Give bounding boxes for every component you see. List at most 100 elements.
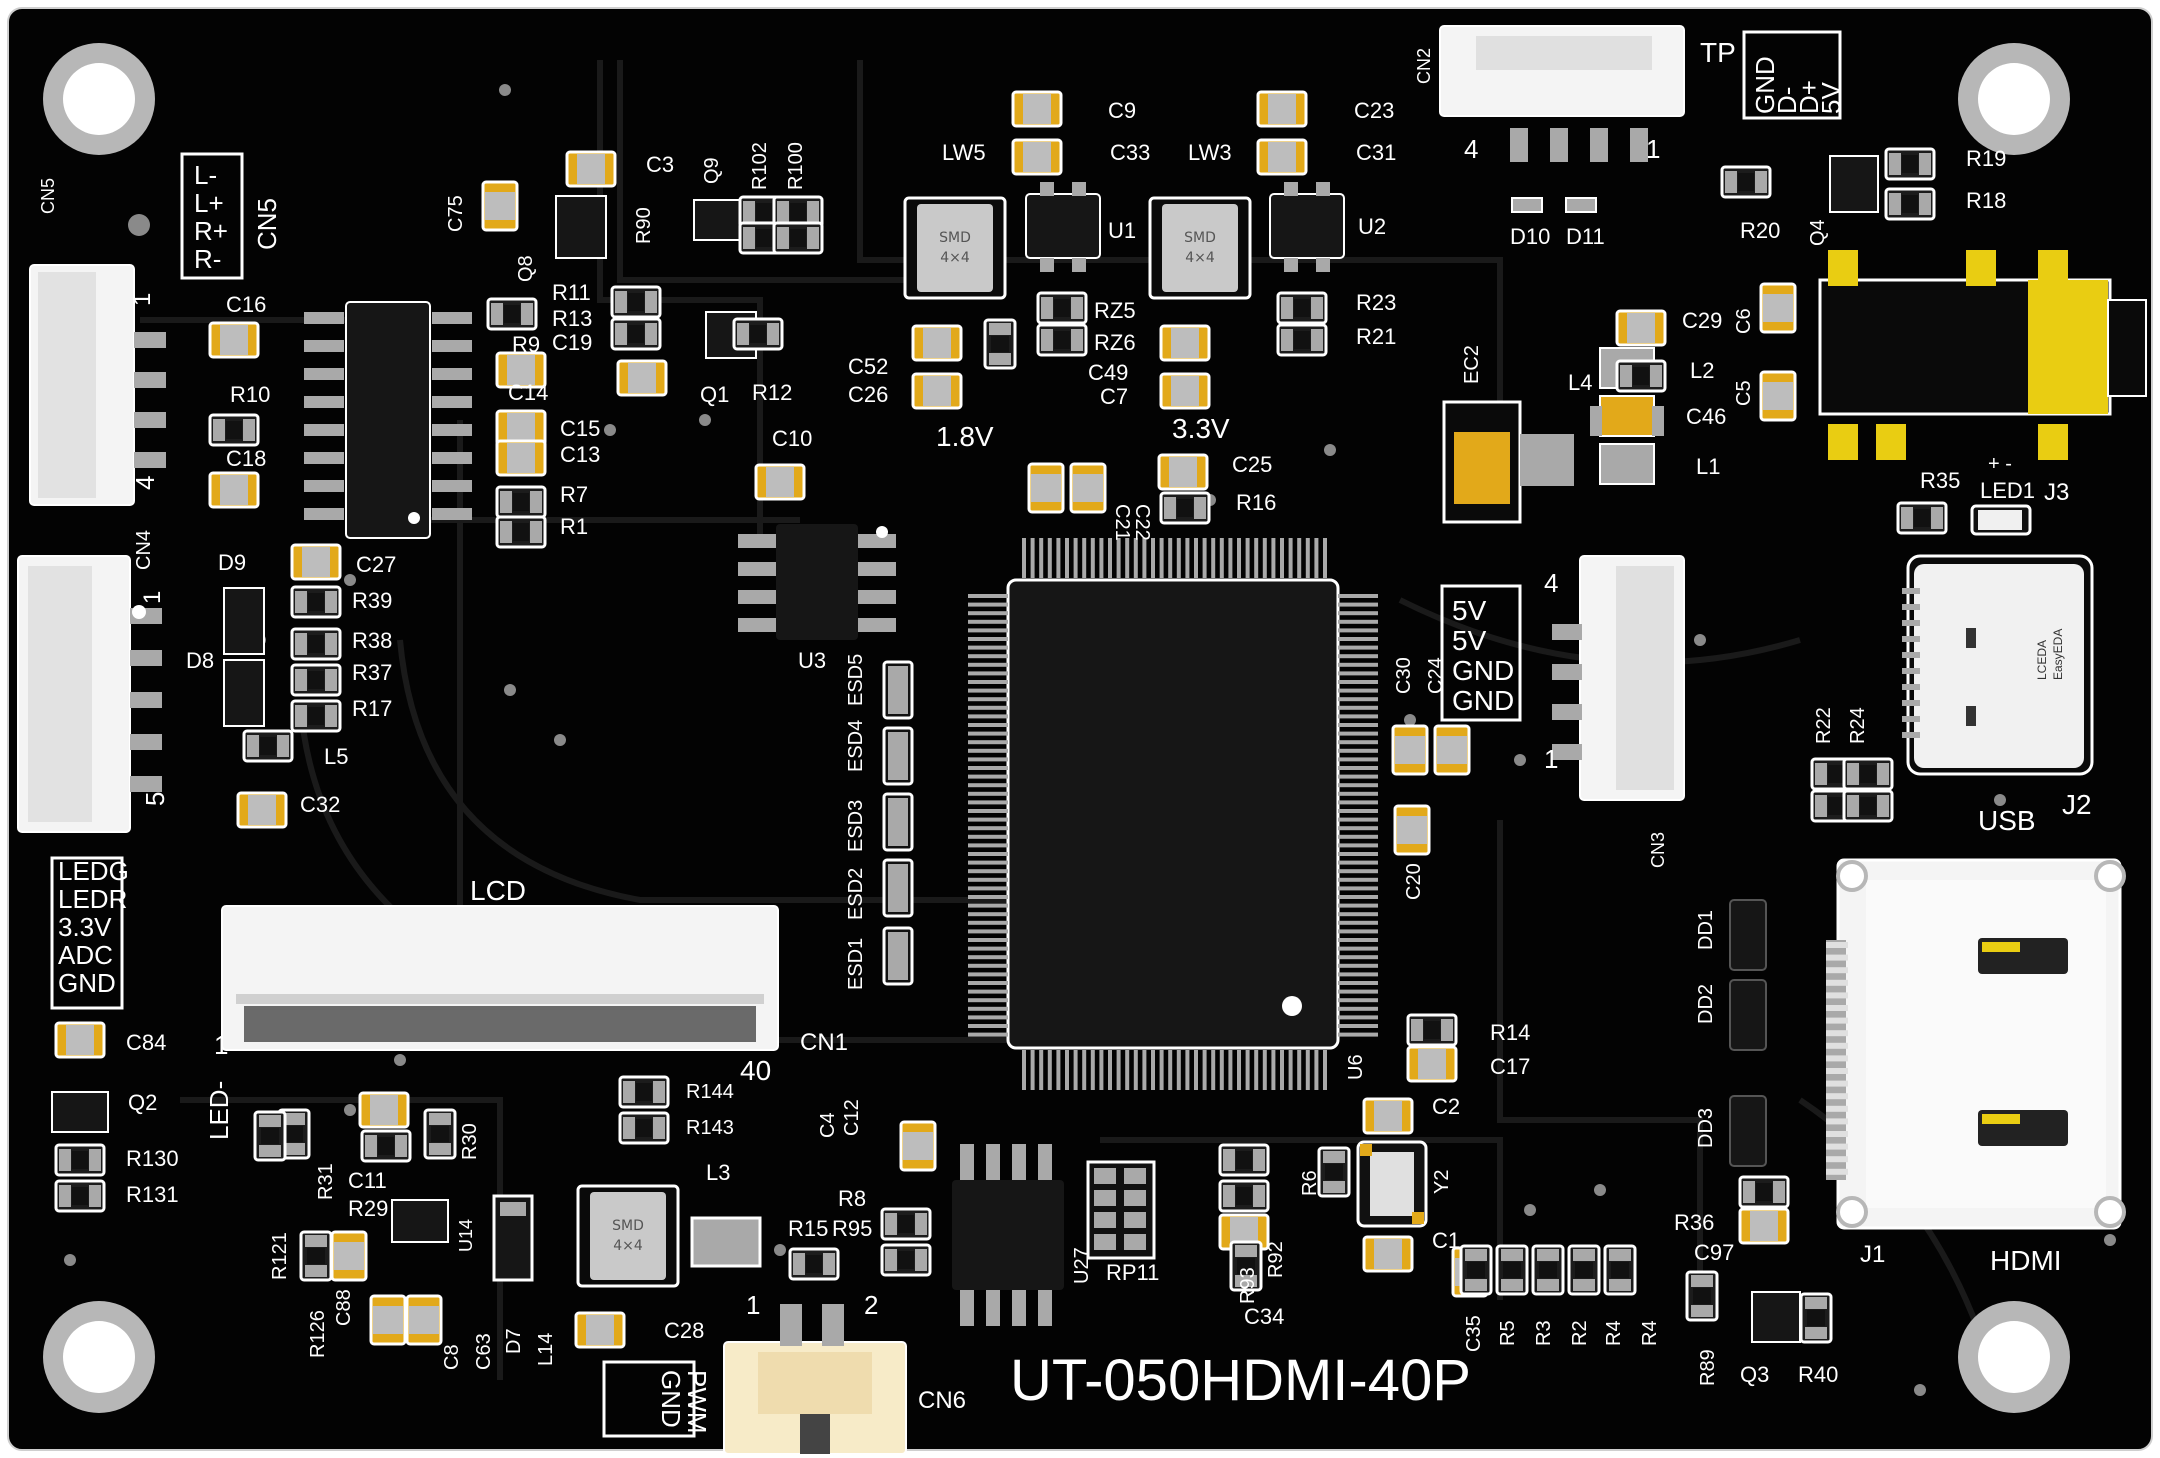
ic-pin <box>1142 1050 1147 1090</box>
ic-pin <box>968 705 1008 710</box>
svg-text:C97: C97 <box>1694 1240 1734 1265</box>
mounting-hole-tl <box>43 43 155 155</box>
ic-pin <box>1338 963 1378 968</box>
ic-pin <box>1338 886 1378 891</box>
ic-pin <box>1314 538 1319 578</box>
svg-text:R39: R39 <box>352 588 392 613</box>
ic-pin <box>1254 1050 1259 1090</box>
cn6-box-line-2: GND <box>656 1370 686 1428</box>
ic-pin <box>1338 946 1378 951</box>
svg-text:R100: R100 <box>785 142 807 190</box>
svg-text:4×4: 4×4 <box>940 250 970 266</box>
hdmi-pin <box>1826 1131 1848 1137</box>
buck-u1 <box>1025 182 1101 272</box>
esd5 <box>882 660 914 720</box>
ic-pin <box>1338 637 1378 641</box>
svg-text:DD3: DD3 <box>1695 1108 1717 1148</box>
svg-text:R18: R18 <box>1966 188 2006 213</box>
ic-pin <box>1323 538 1327 578</box>
ic-pin <box>1176 1050 1181 1090</box>
ic-pin <box>968 981 1008 985</box>
ic-pin <box>1159 1050 1164 1090</box>
ic-pin <box>968 783 1008 788</box>
ic-pin <box>1194 538 1198 578</box>
cn6-pin-1: 1 <box>746 1290 760 1320</box>
svg-text:L14: L14 <box>535 1333 557 1366</box>
ic-pin <box>1338 791 1378 796</box>
ic-pin <box>1297 1050 1302 1090</box>
svg-text:R37: R37 <box>352 660 392 685</box>
d10-d11-diodes <box>1511 197 1597 213</box>
hdmi-pin <box>1826 1017 1848 1024</box>
svg-text:U1: U1 <box>1108 218 1136 243</box>
ic-pin <box>1082 1050 1087 1090</box>
cn5-connector <box>29 264 166 506</box>
svg-text:R31: R31 <box>315 1163 337 1200</box>
ic-pin <box>1338 817 1378 822</box>
svg-text:C84: C84 <box>126 1030 166 1055</box>
ic-pin <box>1338 740 1378 745</box>
ic-pin <box>1338 929 1378 934</box>
cn2-ref: CN2 <box>1414 48 1434 84</box>
svg-text:DD1: DD1 <box>1695 910 1717 950</box>
ic-pin <box>1125 538 1130 578</box>
ic-pin <box>1022 538 1026 578</box>
svg-text:C21: C21 <box>1111 504 1133 541</box>
svg-text:L3: L3 <box>706 1160 730 1185</box>
inductor-lw3: SMD 4×4 <box>1148 196 1252 300</box>
cn4-box-line-5: GND <box>58 968 116 998</box>
ic-pin <box>1338 1006 1378 1011</box>
ic-pin <box>968 869 1008 874</box>
svg-text:C17: C17 <box>1490 1054 1530 1079</box>
ic-pin <box>1133 1050 1138 1090</box>
lcd-label: LCD <box>470 875 526 906</box>
ic-pin <box>432 508 472 520</box>
ic-pin <box>968 946 1008 951</box>
hdmi-pin <box>1826 1042 1848 1049</box>
lcd-pin-40: 40 <box>740 1055 771 1086</box>
svg-text:C63: C63 <box>473 1333 495 1370</box>
ic-pin <box>1338 602 1378 607</box>
svg-text:C2: C2 <box>1432 1094 1460 1119</box>
ic-pin <box>1338 1032 1378 1037</box>
ic-pin <box>968 1024 1008 1028</box>
svg-text:R30: R30 <box>459 1123 481 1160</box>
ic-pin <box>968 903 1008 908</box>
svg-text:C22: C22 <box>1131 504 1153 541</box>
cn4-label-box <box>50 856 124 1010</box>
svg-text:R10: R10 <box>230 382 270 407</box>
ic-pin <box>432 396 472 408</box>
svg-text:R14: R14 <box>1490 1020 1530 1045</box>
hdmi-pin <box>1826 1156 1848 1163</box>
cn4-box-line-4: ADC <box>58 940 113 970</box>
svg-text:C32: C32 <box>300 792 340 817</box>
ic-pin <box>1338 860 1378 865</box>
cn3-box-line-1: 5V <box>1452 595 1487 626</box>
svg-text:C10: C10 <box>772 426 812 451</box>
svg-text:EC2: EC2 <box>1461 345 1483 384</box>
ic-pin <box>968 637 1008 641</box>
svg-text:D7: D7 <box>503 1328 525 1354</box>
svg-text:R24: R24 <box>1847 707 1869 744</box>
ic-pin <box>432 424 472 436</box>
svg-text:ESD5: ESD5 <box>845 654 867 706</box>
svg-text:C88: C88 <box>333 1289 355 1326</box>
ic-pin <box>1338 671 1378 676</box>
svg-text:C26: C26 <box>848 382 888 407</box>
svg-text:C6: C6 <box>1733 308 1755 334</box>
diodes-d8-d9 <box>223 587 265 727</box>
usb-c-connector-j2 <box>1902 554 2094 776</box>
mounting-hole-tr <box>1958 43 2070 155</box>
svg-text:R144: R144 <box>686 1081 734 1103</box>
ic-pin <box>1099 538 1104 578</box>
ic-pin <box>968 791 1008 796</box>
svg-text:Q3: Q3 <box>1740 1362 1769 1387</box>
ic-pin <box>1338 852 1378 856</box>
ic-pin <box>1338 877 1378 882</box>
svg-text:R17: R17 <box>352 696 392 721</box>
ic-pin <box>968 602 1008 607</box>
svg-text:R131: R131 <box>126 1182 179 1207</box>
ic-pin <box>1338 766 1378 770</box>
hdmi-pin <box>1826 1093 1848 1100</box>
